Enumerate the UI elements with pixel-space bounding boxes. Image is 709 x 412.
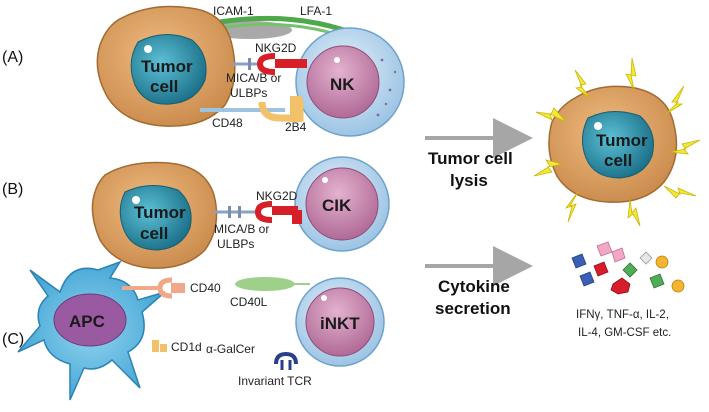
cytokine-list-1: IFNγ, TNF-α, IL-2, — [576, 309, 669, 321]
apc-cell: APC — [17, 260, 166, 401]
lysis-label-1: Tumor cell — [428, 149, 513, 168]
cytokine-list-2: IL-4, GM-CSF etc. — [578, 327, 671, 339]
cd40l-molecule — [235, 277, 295, 291]
lysed-tumor-label-2: cell — [604, 151, 632, 170]
cytokine-shapes — [571, 241, 685, 295]
nkg2d-label-a: NKG2D — [255, 41, 297, 55]
inkt-cell-label: iNKT — [320, 314, 360, 333]
apc-cell-label: APC — [69, 312, 105, 331]
nk-cell-label: NK — [330, 75, 355, 94]
2b4-receptor — [258, 100, 304, 122]
tumor-cell-a: Tumor cell — [96, 5, 236, 127]
mica-label-a-2: ULBPs — [230, 86, 267, 100]
nk-cell: NK — [295, 27, 405, 137]
tumor-cell-b-label-2: cell — [140, 224, 168, 243]
nkg2d-label-b: NKG2D — [256, 189, 298, 203]
panel-label-b: (B) — [2, 181, 23, 198]
2b4-label: 2B4 — [285, 120, 307, 134]
tumor-cell-b-label-1: Tumor — [134, 203, 186, 222]
cik-cell: CIK — [294, 156, 390, 252]
cd1d-molecule — [152, 340, 159, 352]
tcr-label: Invariant TCR — [238, 374, 312, 388]
cd40l-label: CD40L — [230, 295, 268, 309]
lysed-tumor-label-1: Tumor — [596, 131, 648, 150]
panel-label-c: (C) — [2, 331, 24, 348]
mica-label-b-1: MICA/B or — [214, 222, 269, 236]
mica-label-a-1: MICA/B or — [226, 71, 281, 85]
cd1d-label: CD1d — [171, 340, 202, 354]
nkg2d-receptor-b — [254, 201, 273, 223]
lysis-label-2: lysis — [450, 171, 488, 190]
nkg2d-receptor-a — [256, 53, 276, 75]
panel-label-a: (A) — [2, 49, 23, 66]
invariant-tcr-receptor — [274, 351, 298, 365]
lfa1-label: LFA-1 — [300, 4, 332, 18]
cd48-label: CD48 — [212, 116, 243, 130]
cd40-label: CD40 — [190, 281, 221, 295]
tumor-cell-a-label-2: cell — [150, 77, 178, 96]
mica-label-b-2: ULBPs — [217, 237, 254, 251]
icam1-label: ICAM-1 — [213, 4, 254, 18]
tumor-cell-a-label-1: Tumor — [141, 57, 193, 76]
tumor-cell-b: Tumor cell — [91, 161, 218, 269]
cytokine-label-1: Cytokine — [438, 277, 510, 296]
inkt-cell: iNKT — [295, 277, 385, 367]
galcer-label: α-GalCer — [206, 342, 255, 356]
lysis-lightning-icons — [533, 57, 701, 227]
cik-cell-label: CIK — [322, 196, 352, 215]
cytokine-label-2: secretion — [435, 299, 511, 318]
lysed-tumor-cell: Tumor cell — [548, 85, 678, 203]
